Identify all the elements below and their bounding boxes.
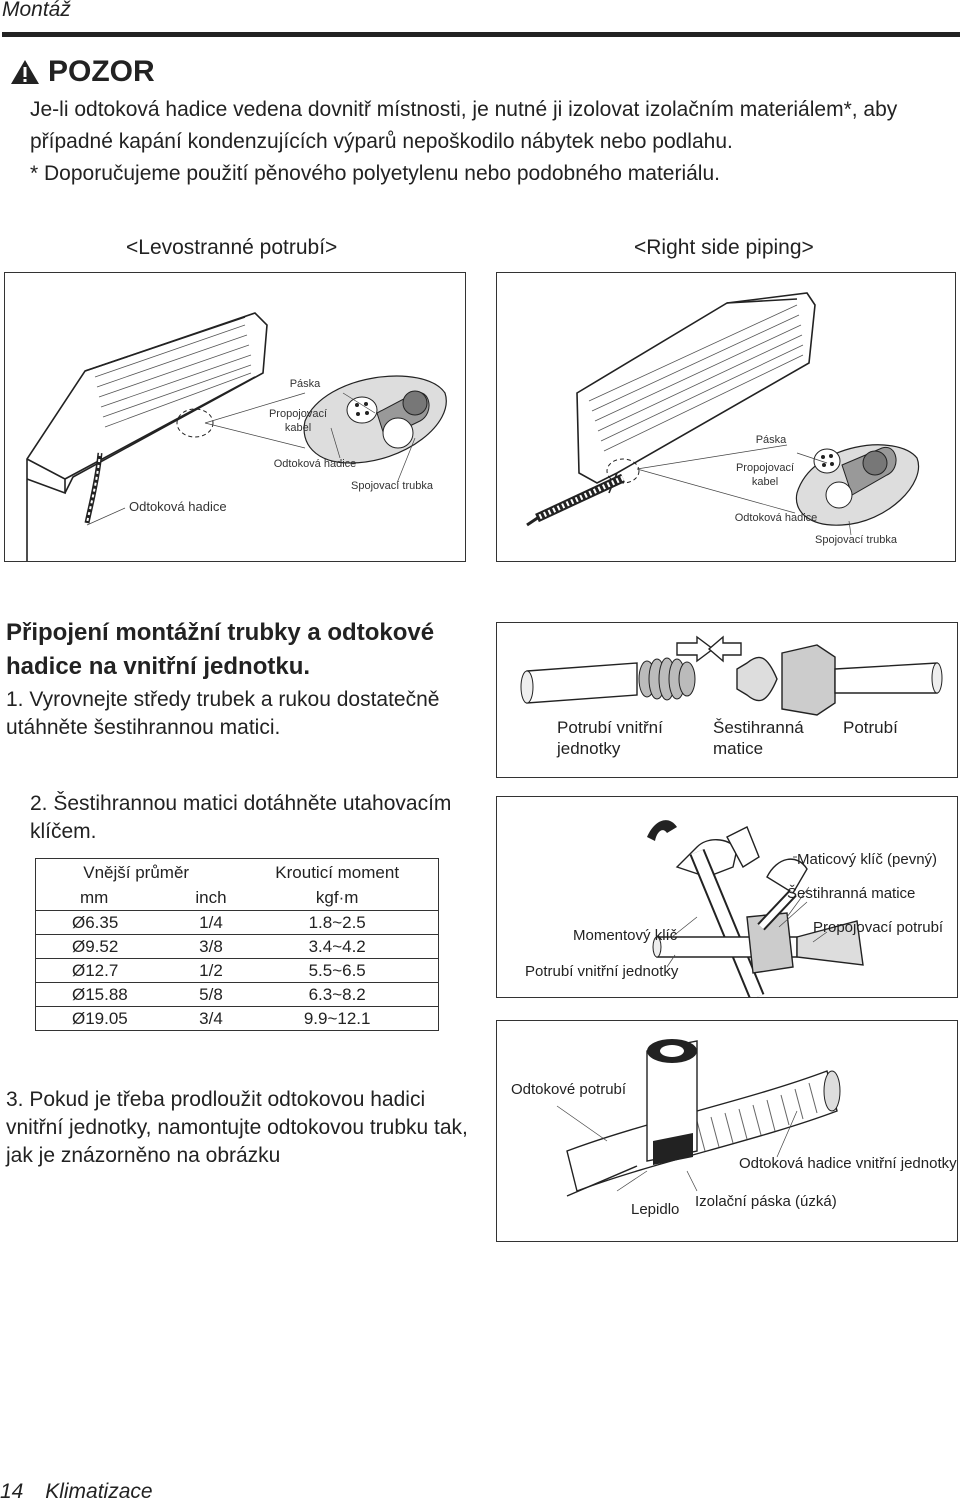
left-label-drain-small: Odtoková hadice: [273, 458, 357, 470]
step-3-text: 3. Pokud je třeba prodloužit odtokovou h…: [6, 1088, 468, 1167]
table-unit-mm: mm: [35, 886, 186, 911]
left-label-tape: Páska: [289, 378, 321, 390]
left-label-pipe: Spojovací trubka: [351, 480, 433, 492]
table-row: Ø15.88 5/8 6.3~8.2: [35, 982, 439, 1007]
left-label-drain-main: Odtoková hadice: [129, 499, 227, 514]
warning-triangle-icon: [11, 60, 39, 84]
fig3-label-indoor-drain-hose: Odtoková hadice vnitřní jednotky: [739, 1155, 957, 1172]
fig2-label-indoor-pipe: Potrubí vnitřní jednotky: [525, 963, 679, 980]
right-label-drain: Odtoková hadice: [734, 512, 818, 524]
table-row: Ø6.35 1/4 1.8~2.5: [35, 910, 439, 935]
drain-extension-figure: Odtokové potrubí Odtoková hadice vnitřní…: [496, 1020, 958, 1242]
drain-extension-illustration: [556, 1039, 841, 1197]
table-cell-torque: 9.9~12.1: [236, 1006, 439, 1031]
fig2-label-flare-nut: Šestihranná matice: [787, 885, 916, 902]
table-cell-inch: 3/8: [185, 934, 237, 959]
warning-title: POZOR: [48, 55, 155, 88]
fig3-label-insulation-tape: Izolační páska (úzká): [695, 1193, 837, 1210]
fig3-label-drain-pipe: Odtokové potrubí: [511, 1081, 627, 1098]
fig2-label-open-end-wrench: Maticový klíč (pevný): [797, 851, 938, 868]
table-cell-torque: 3.4~4.2: [236, 934, 439, 959]
warning-line-1: Je-li odtoková hadice vedena dovnitř mís…: [30, 98, 898, 121]
page-number: 14: [0, 1480, 24, 1503]
table-cell-torque: 1.8~2.5: [236, 910, 439, 935]
left-piping-caption: <Levostranné potrubí>: [126, 236, 338, 259]
table-cell-torque: 6.3~8.2: [236, 982, 439, 1007]
warning-line-2: případné kapání kondenzujících výparů ne…: [30, 130, 733, 153]
right-piping-caption: <Right side piping>: [634, 236, 814, 259]
table-cell-inch: 1/2: [185, 958, 237, 983]
right-label-cable: Propojovací kabel: [735, 462, 795, 488]
fig2-label-torque-wrench: Momentový klíč: [573, 927, 678, 944]
table-cell-mm: Ø15.88: [35, 982, 186, 1007]
table-row: Ø9.52 3/8 3.4~4.2: [35, 934, 439, 959]
fig1-label-flare-nut: Šestihranná matice: [713, 718, 804, 758]
warning-text: Je-li odtoková hadice vedena dovnitř mís…: [30, 94, 940, 190]
page-header-title: Montáž: [2, 0, 71, 21]
header-divider: [2, 32, 960, 37]
page-footer: 14 Klimatizace: [0, 1480, 153, 1504]
indoor-unit-right-illustration: [526, 292, 920, 536]
fig2-label-connecting-pipe: Propojovací potrubí: [813, 919, 944, 936]
table-cell-mm: Ø12.7: [35, 958, 186, 983]
flare-nut-illustration: [520, 635, 943, 716]
footer-title: Klimatizace: [45, 1480, 153, 1503]
table-cell-inch: 5/8: [185, 982, 237, 1007]
table-cell-mm: Ø6.35: [35, 910, 186, 935]
left-label-cable: Propojovací kabel: [268, 408, 328, 434]
right-piping-figure: Páska Propojovací kabel Odtoková hadice …: [496, 272, 956, 562]
step-2-text: 2. Šestihrannou matici dotáhněte utahova…: [30, 792, 452, 843]
table-cell-mm: Ø19.05: [35, 1006, 186, 1031]
wrench-figure: Maticový klíč (pevný) Šestihranná matice…: [496, 796, 958, 998]
table-cell-torque: 5.5~6.5: [236, 958, 439, 983]
table-unit-kgfm: kgf·m: [236, 886, 439, 911]
indoor-unit-left-illustration: [26, 312, 447, 561]
table-header-torque: Krouticí moment: [275, 862, 400, 882]
table-cell-mm: Ø9.52: [35, 934, 186, 959]
section-heading: Připojení montážní trubky a odtokové had…: [6, 619, 435, 680]
step-1-text: 1. Vyrovnejte středy trubek a rukou dost…: [6, 688, 440, 739]
wrench-illustration: [647, 820, 864, 997]
left-piping-figure: Páska Propojovací kabel Odtoková hadice …: [4, 272, 466, 562]
table-cell-inch: 1/4: [185, 910, 237, 935]
fig1-label-pipe: Potrubí: [843, 718, 898, 737]
table-row: Ø12.7 1/2 5.5~6.5: [35, 958, 439, 983]
warning-heading: POZOR: [10, 55, 155, 89]
flare-connection-figure: Potrubí vnitřní jednotky Šestihranná mat…: [496, 622, 958, 778]
fig3-label-adhesive: Lepidlo: [631, 1201, 680, 1218]
torque-table: Vnější průměr Krouticí moment mm inch kg…: [35, 858, 439, 1031]
table-header-diameter: Vnější průměr: [83, 862, 190, 882]
warning-line-3: * Doporučujeme použití pěnového polyetyl…: [30, 162, 720, 185]
right-label-tape: Páska: [755, 434, 787, 446]
fig1-label-indoor-pipe: Potrubí vnitřní jednotky: [557, 718, 663, 758]
table-unit-inch: inch: [185, 886, 237, 911]
right-label-pipe: Spojovací trubka: [815, 534, 897, 546]
table-row: Ø19.05 3/4 9.9~12.1: [35, 1006, 439, 1031]
table-cell-inch: 3/4: [185, 1006, 237, 1031]
